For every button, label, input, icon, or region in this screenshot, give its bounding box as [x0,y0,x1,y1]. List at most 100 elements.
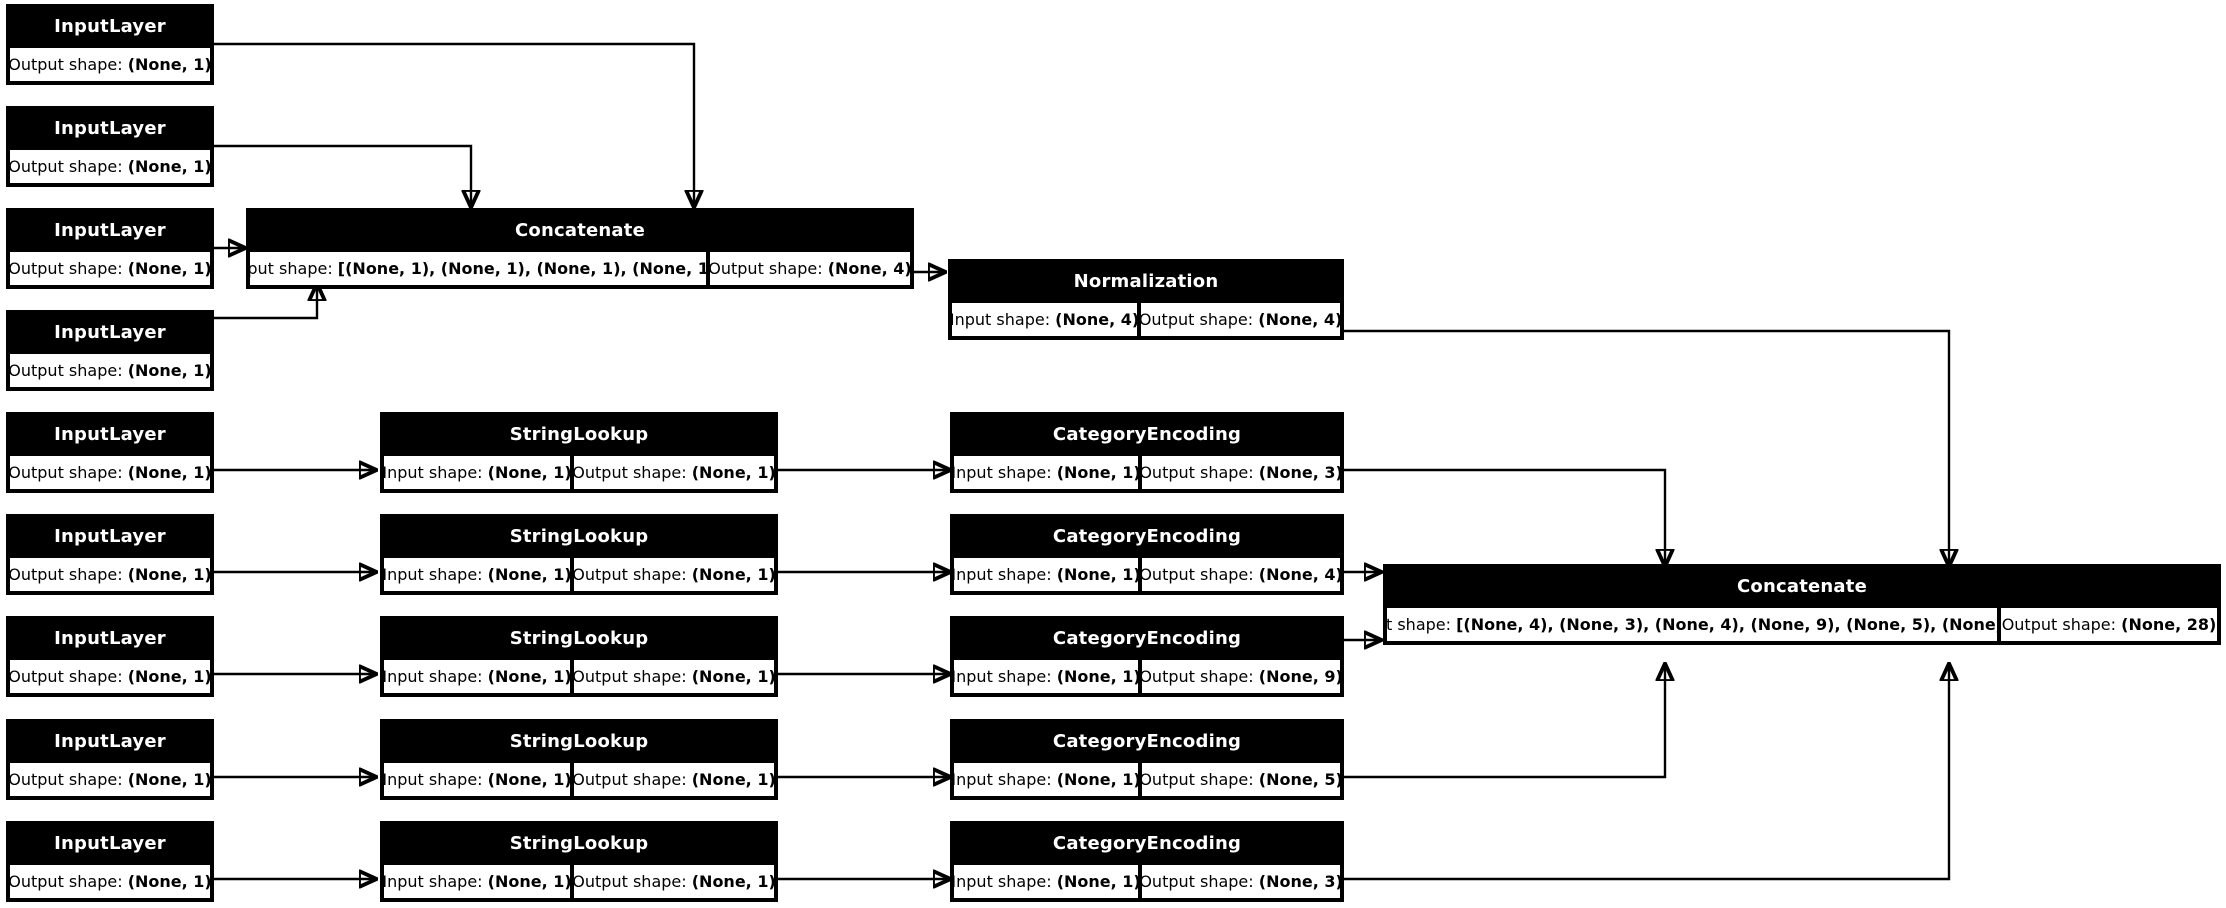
output-shape-value: (None, 3) [1258,463,1342,482]
output-shape-value: (None, 1) [127,770,212,789]
input-shape-label: Input shape: [382,770,483,789]
output-shape-value: (None, 1) [127,463,212,482]
node-title: StringLookup [382,516,776,556]
node-string-lookup-3[interactable]: StringLookup Input shape: (None, 1) Outp… [380,616,778,697]
node-output-shape-cell: Output shape: (None, 3) [1140,863,1342,900]
node-category-encoding-3[interactable]: CategoryEncoding Input shape: (None, 1) … [950,616,1344,697]
output-shape-label: Output shape: [572,565,687,584]
output-shape-label: Output shape: [572,872,687,891]
input-shape-label: Input shape: [382,565,483,584]
node-input-layer-1[interactable]: InputLayer Output shape: (None, 1) [6,4,214,85]
output-shape-value: (None, 4) [1258,565,1342,584]
output-shape-value: (None, 4) [1258,310,1342,329]
node-output-shape-cell: Output shape: (None, 1) [8,352,212,389]
output-shape-value: (None, 1) [127,667,212,686]
node-output-shape-cell: Output shape: (None, 1) [572,556,776,593]
node-title: CategoryEncoding [952,516,1342,556]
node-title: CategoryEncoding [952,414,1342,454]
output-shape-value: (None, 1) [691,770,776,789]
node-input-layer-7[interactable]: InputLayer Output shape: (None, 1) [6,616,214,697]
node-output-shape-cell: Output shape: (None, 1) [8,454,212,491]
node-title: Normalization [950,261,1342,301]
node-input-layer-5[interactable]: InputLayer Output shape: (None, 1) [6,412,214,493]
node-title: InputLayer [8,414,212,454]
output-shape-label: Output shape: [8,565,123,584]
output-shape-label: Output shape: [572,463,687,482]
input-shape-value: (None, 1) [1056,565,1141,584]
node-input-layer-8[interactable]: InputLayer Output shape: (None, 1) [6,719,214,800]
edge-catenc5-concatall [1344,665,1949,881]
node-category-encoding-4[interactable]: CategoryEncoding Input shape: (None, 1) … [950,719,1344,800]
input-shape-value: (None, 1) [487,872,572,891]
node-title: InputLayer [8,210,212,250]
output-shape-label: Output shape: [1140,872,1254,891]
input-shape-value: (None, 1) [487,667,572,686]
node-output-shape-cell: Output shape: (None, 1) [8,761,212,798]
node-concatenate-numeric[interactable]: Concatenate Input shape: [(None, 1), (No… [246,208,914,289]
output-shape-value: (None, 1) [127,565,212,584]
output-shape-value: (None, 1) [127,55,212,74]
node-input-shape-cell: Input shape: (None, 1) [952,863,1141,900]
edge-catenc1-concatall [1344,468,1665,565]
input-shape-label: Input shape: [952,667,1052,686]
input-shape-label: Input shape: [382,872,483,891]
node-category-encoding-1[interactable]: CategoryEncoding Input shape: (None, 1) … [950,412,1344,493]
node-output-shape-cell: Output shape: (None, 1) [8,658,212,695]
input-shape-value: (None, 1) [487,463,572,482]
output-shape-value: (None, 1) [127,157,212,176]
node-input-shape-cell: Input shape: [(None, 4), (None, 3), (Non… [1385,606,1999,643]
node-normalization[interactable]: Normalization Input shape: (None, 4) Out… [948,259,1344,340]
output-shape-value: (None, 1) [691,667,776,686]
input-shape-value: (None, 1) [1056,770,1141,789]
node-input-layer-2[interactable]: InputLayer Output shape: (None, 1) [6,106,214,187]
node-string-lookup-1[interactable]: StringLookup Input shape: (None, 1) Outp… [380,412,778,493]
node-input-layer-3[interactable]: InputLayer Output shape: (None, 1) [6,208,214,289]
node-output-shape-cell: Output shape: (None, 1) [8,250,212,287]
node-output-shape-cell: Output shape: (None, 3) [1140,454,1342,491]
node-output-shape-cell: Output shape: (None, 1) [8,556,212,593]
node-output-shape-cell: Output shape: (None, 1) [8,46,212,83]
node-string-lookup-5[interactable]: StringLookup Input shape: (None, 1) Outp… [380,821,778,902]
node-input-layer-4[interactable]: InputLayer Output shape: (None, 1) [6,310,214,391]
node-title: InputLayer [8,6,212,46]
input-shape-label: Input shape: [952,463,1052,482]
node-string-lookup-4[interactable]: StringLookup Input shape: (None, 1) Outp… [380,719,778,800]
node-title: InputLayer [8,516,212,556]
input-shape-value: [(None, 4), (None, 3), (None, 4), (None,… [1456,615,1999,634]
node-title: InputLayer [8,823,212,863]
output-shape-label: Output shape: [1140,565,1254,584]
node-concatenate-all[interactable]: Concatenate Input shape: [(None, 4), (No… [1383,564,2221,645]
node-input-shape-cell: Input shape: (None, 1) [952,761,1141,798]
output-shape-label: Output shape: [2001,615,2117,634]
node-title: StringLookup [382,618,776,658]
output-shape-label: Output shape: [8,872,123,891]
output-shape-label: Output shape: [572,667,687,686]
input-shape-value: (None, 1) [487,565,572,584]
node-category-encoding-2[interactable]: CategoryEncoding Input shape: (None, 1) … [950,514,1344,595]
node-output-shape-cell: Output shape: (None, 1) [572,658,776,695]
edge-normalization-concatall [1344,329,1949,565]
node-input-layer-9[interactable]: InputLayer Output shape: (None, 1) [6,821,214,902]
node-title: StringLookup [382,414,776,454]
output-shape-label: Output shape: [8,55,123,74]
node-title: Concatenate [248,210,912,250]
output-shape-label: Output shape: [8,259,123,278]
node-title: CategoryEncoding [952,618,1342,658]
node-input-shape-cell: Input shape: (None, 1) [382,556,573,593]
output-shape-value: (None, 4) [827,259,912,278]
output-shape-value: (None, 1) [691,463,776,482]
node-output-shape-cell: Output shape: (None, 1) [8,148,212,185]
input-shape-label: Input shape: [382,463,483,482]
input-shape-value: (None, 1) [487,770,572,789]
node-input-layer-6[interactable]: InputLayer Output shape: (None, 1) [6,514,214,595]
output-shape-value: (None, 1) [691,872,776,891]
node-category-encoding-5[interactable]: CategoryEncoding Input shape: (None, 1) … [950,821,1344,902]
node-output-shape-cell: Output shape: (None, 28) [1999,606,2219,643]
node-string-lookup-2[interactable]: StringLookup Input shape: (None, 1) Outp… [380,514,778,595]
output-shape-label: Output shape: [8,157,123,176]
input-shape-label: Input shape: [952,565,1052,584]
node-output-shape-cell: Output shape: (None, 4) [1140,556,1342,593]
output-shape-label: Output shape: [8,463,123,482]
input-shape-label: Input shape: [952,872,1052,891]
